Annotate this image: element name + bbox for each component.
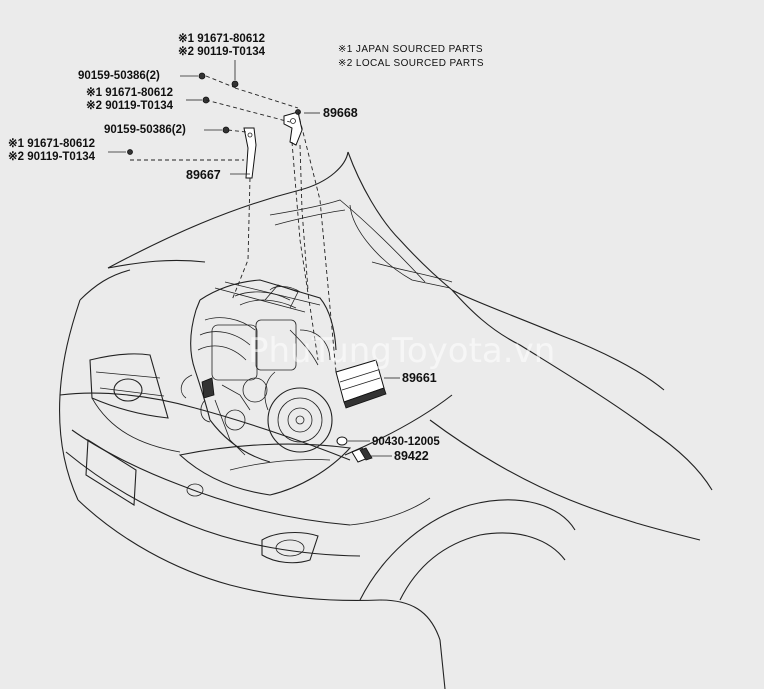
note-local-sourced: ※2 LOCAL SOURCED PARTS (338, 58, 484, 69)
sensor-89422 (351, 447, 373, 463)
callout-top-bolt: 90159-50386(2) (78, 70, 160, 82)
callout-mid-marked-1: ※1 91671-80612 (86, 86, 173, 99)
callout-90430: 90430-12005 (372, 436, 440, 448)
fasteners (127, 72, 301, 155)
assembly-lines (130, 75, 337, 373)
callout-top-marked-1: ※1 91671-80612 (178, 32, 265, 45)
callout-mid-bolt: 90159-50386(2) (104, 124, 186, 136)
callout-mid-marked-2: ※2 90119-T0134 (86, 99, 174, 112)
note-japan-sourced: ※1 JAPAN SOURCED PARTS (338, 44, 483, 55)
callout-left-marked-2: ※2 90119-T0134 (8, 150, 96, 163)
callout-89668: 89668 (323, 106, 358, 120)
callout-89667: 89667 (186, 168, 221, 182)
bracket-89668 (283, 111, 303, 146)
callout-89661: 89661 (402, 371, 437, 385)
car-body-drawing (58, 151, 713, 689)
callout-left-marked-1: ※1 91671-80612 (8, 137, 95, 150)
ecu-89661 (335, 359, 387, 409)
leader-lines (108, 60, 400, 457)
callout-top-marked-2: ※2 90119-T0134 (178, 45, 266, 58)
watermark: PhuTungToyota.vn (248, 331, 555, 371)
gasket-90430 (336, 436, 348, 446)
engine-assembly-drawing (180, 279, 337, 463)
callout-89422: 89422 (394, 449, 429, 463)
bracket-89667 (243, 127, 257, 179)
